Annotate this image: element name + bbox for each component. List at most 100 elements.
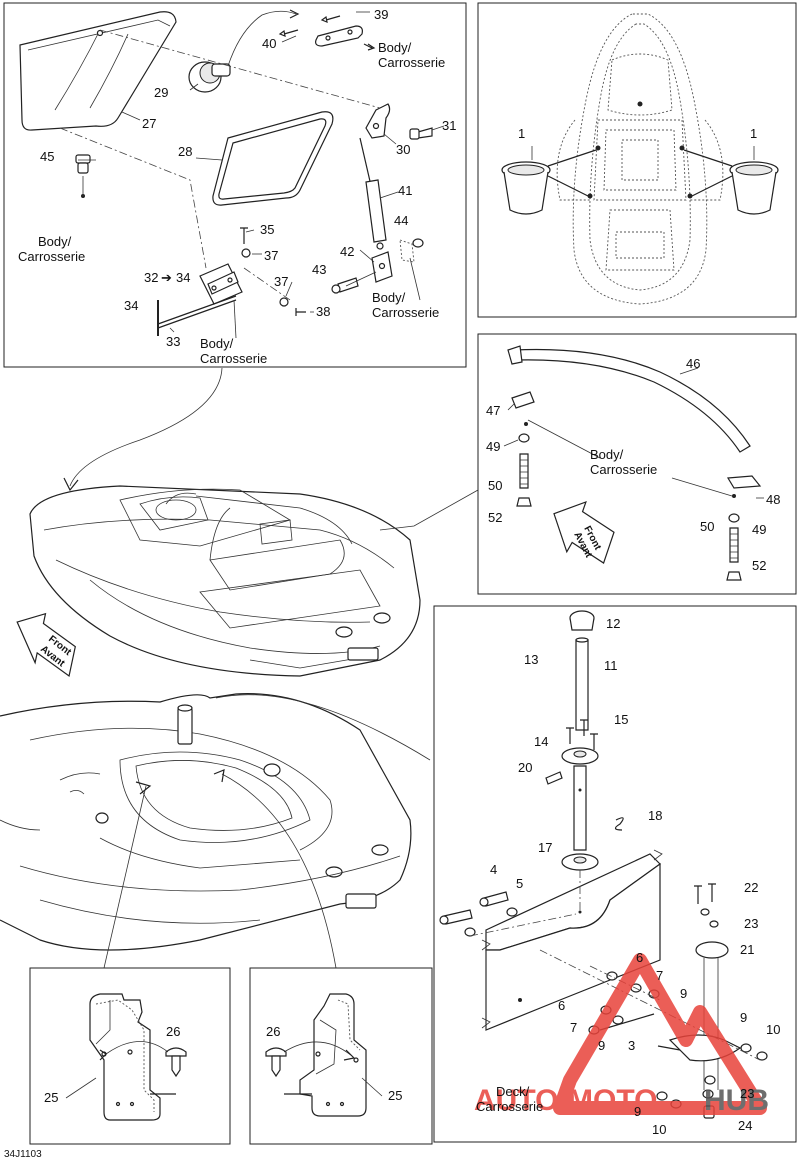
arrow-32-34: ➔	[161, 270, 172, 285]
part-seal-28	[212, 111, 334, 206]
part-grommet-45	[75, 154, 91, 198]
part-push-rivet-26-left	[165, 1047, 187, 1078]
panel-cup-holders	[477, 2, 797, 318]
labels: 39 40 Body/ Carrosserie 29 27 31 28 30 4…	[4, 7, 780, 1160]
callout-47: 47	[486, 403, 500, 418]
callout-32: 32	[144, 270, 158, 285]
part-fasteners-35-38	[240, 227, 306, 316]
callout-23a: 23	[744, 916, 758, 931]
front-arrow-right: Front Avant	[553, 500, 615, 564]
callout-50b: 50	[700, 519, 714, 534]
part-latch-39	[278, 15, 376, 51]
callout-25-right: 25	[388, 1088, 402, 1103]
part-stud-50-left	[516, 453, 532, 507]
body-label-d2: Carrosserie	[200, 351, 267, 366]
callout-15: 15	[614, 712, 628, 727]
callout-30: 30	[396, 142, 410, 157]
callout-14: 14	[534, 734, 548, 749]
callout-24: 24	[738, 1118, 752, 1133]
panel-liner-right	[249, 967, 433, 1145]
part-tube-17	[561, 765, 599, 871]
callout-7b: 7	[570, 1020, 577, 1035]
panel-shaft-assembly	[433, 605, 797, 1143]
body-label-b2: Carrosserie	[18, 249, 85, 264]
callout-1-right: 1	[750, 126, 757, 141]
diagram-code: 34J1103	[4, 1149, 42, 1160]
body-label-b1: Body/	[38, 234, 72, 249]
watermark-text-c: HUB	[704, 1084, 769, 1117]
callout-44: 44	[394, 213, 408, 228]
callout-41: 41	[398, 183, 412, 198]
rear-deck-view	[0, 693, 431, 951]
callout-48: 48	[766, 492, 780, 507]
callout-22: 22	[744, 880, 758, 895]
part-handle-46	[507, 345, 751, 453]
callout-37b: 37	[274, 274, 288, 289]
callout-26-left: 26	[166, 1024, 180, 1039]
callout-12: 12	[606, 616, 620, 631]
callout-9a: 9	[680, 986, 687, 1001]
part-bracket-30	[365, 103, 433, 140]
callout-23b: 23	[740, 1086, 754, 1101]
body-label-e2: Carrosserie	[590, 462, 657, 477]
callout-5: 5	[516, 876, 523, 891]
callout-46: 46	[686, 356, 700, 371]
callout-52a: 52	[488, 510, 502, 525]
callout-40: 40	[262, 36, 276, 51]
callout-6a: 6	[636, 950, 643, 965]
body-label-a1: Body/	[378, 40, 412, 55]
callout-38: 38	[316, 304, 330, 319]
callout-26-right: 26	[266, 1024, 280, 1039]
callout-20: 20	[518, 760, 532, 775]
callout-10b: 10	[652, 1122, 666, 1137]
body-label-c1: Body/	[372, 290, 406, 305]
part-push-rivet-26-right	[265, 1047, 287, 1078]
callout-49a: 49	[486, 439, 500, 454]
part-cover-27	[19, 11, 177, 131]
callout-34b: 34	[124, 298, 138, 313]
callout-9c: 9	[598, 1038, 605, 1053]
part-bracket-21	[694, 883, 729, 1090]
body-label-d1: Body/	[200, 336, 234, 351]
watermark-text-b: MOTO	[568, 1084, 657, 1117]
callout-37a: 37	[264, 248, 278, 263]
callout-9d: 9	[634, 1104, 641, 1119]
part-gas-spring-41	[359, 137, 387, 250]
watermark-text-a: AUTO	[474, 1084, 558, 1117]
callout-28: 28	[178, 144, 192, 159]
callout-6b: 6	[558, 998, 565, 1013]
body-label-e1: Body/	[590, 447, 624, 462]
part-shaft-11	[569, 610, 595, 731]
callout-45: 45	[40, 149, 54, 164]
panel-grab-handle: Front Avant	[477, 333, 797, 595]
callout-31: 31	[442, 118, 456, 133]
callout-49b: 49	[752, 522, 766, 537]
callout-33: 33	[166, 334, 180, 349]
callout-11: 11	[604, 658, 618, 673]
deck-label-2: Carrosserie	[476, 1099, 543, 1114]
callout-4: 4	[490, 862, 497, 877]
front-arrow-left: Front Avant	[16, 612, 76, 678]
callout-17: 17	[538, 840, 552, 855]
callout-21: 21	[740, 942, 754, 957]
cup-holder-left	[501, 161, 551, 215]
watermark: AUTO MOTO HUB	[474, 953, 769, 1117]
body-label-a2: Carrosserie	[378, 55, 445, 70]
cup-holder-right	[729, 161, 779, 215]
callout-13: 13	[524, 652, 538, 667]
part-bracket-42	[331, 238, 424, 294]
panel-access-cover	[3, 2, 467, 368]
callout-27: 27	[142, 116, 156, 131]
callout-39: 39	[374, 7, 388, 22]
callout-1-left: 1	[518, 126, 525, 141]
deck-label-1: Deck/	[496, 1084, 530, 1099]
body-label-c2: Carrosserie	[372, 305, 439, 320]
callout-52b: 52	[752, 558, 766, 573]
callout-43: 43	[312, 262, 326, 277]
callout-25-left: 25	[44, 1090, 58, 1105]
part-plate-14	[561, 719, 599, 765]
boat-top-view	[556, 13, 724, 305]
callout-10a: 10	[766, 1022, 780, 1037]
callout-42: 42	[340, 244, 354, 259]
